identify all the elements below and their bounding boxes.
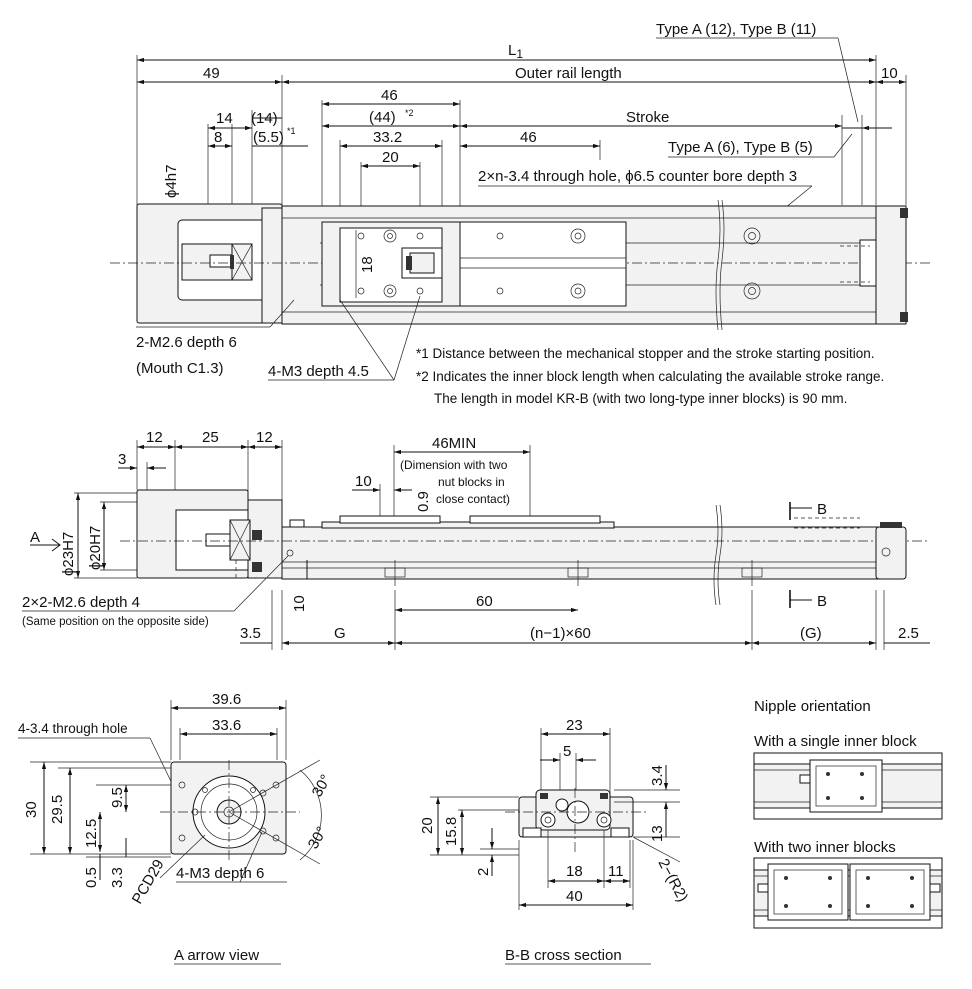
dim-44: (44) [369, 109, 396, 126]
m2-6-depth-4: 2×2-M2.6 depth 4 [22, 594, 140, 611]
dim-39-6: 39.6 [212, 691, 241, 708]
bb-section-caption: B-B cross section [505, 947, 622, 964]
nipple-title: Nipple orientation [754, 698, 871, 715]
bb-dim-20: 20 [419, 817, 436, 834]
dim-note-2: nut blocks in [438, 475, 505, 489]
note-1: *1 Distance between the mechanical stopp… [416, 346, 875, 361]
dim-0-5: 0.5 [83, 867, 100, 888]
phi-23h7: ϕ23H7 [60, 532, 77, 576]
dim-33-2: 33.2 [373, 129, 402, 146]
dim-0-9: 0.9 [415, 491, 432, 512]
mouth-c1-3: (Mouth C1.3) [136, 360, 224, 377]
dim-3: 3 [118, 451, 126, 468]
note-2: *2 Indicates the inner block length when… [416, 369, 884, 384]
bb-section: 23 5 3.4 13 20 [419, 717, 691, 965]
dim-49: 49 [203, 65, 220, 82]
dim-10-vert: 10 [291, 595, 308, 612]
angle-30-bottom: 30° [305, 824, 331, 852]
dim-10-top: 10 [881, 65, 898, 82]
sup-2: *2 [405, 108, 414, 118]
phi-20h7: ϕ20H7 [87, 526, 104, 570]
dim-8: 8 [214, 129, 222, 146]
dim-18-top: 18 [359, 256, 376, 273]
dim-12-5: 12.5 [83, 819, 100, 848]
bb-dim-2: 2 [475, 868, 492, 876]
dim-29-5: 29.5 [49, 795, 66, 824]
bb-r2: 2−(R2) [654, 856, 691, 905]
bb-dim-23: 23 [566, 717, 583, 734]
nipple-orientation: Nipple orientation With a single inner b… [753, 698, 943, 929]
through-hole-label: 2×n-3.4 through hole, ϕ6.5 counter bore … [478, 168, 797, 185]
dim-9-5: 9.5 [109, 787, 126, 808]
dim-5-5: (5.5) [253, 129, 284, 146]
dim-3-5: 3.5 [240, 625, 261, 642]
m2-6-depth: 2-M2.6 depth 6 [136, 334, 237, 351]
dim-3-3: 3.3 [109, 867, 126, 888]
note-3: The length in model KR-B (with two long-… [434, 391, 847, 406]
dim-g: G [334, 625, 346, 642]
dim-n-1-60: (n−1)×60 [530, 625, 591, 642]
phi-4h7: ϕ4h7 [163, 165, 180, 198]
nipple-single-label: With a single inner block [754, 733, 917, 750]
b-label-top: B [817, 501, 827, 518]
dim-25: 25 [202, 429, 219, 446]
angle-30-top: 30° [309, 772, 335, 800]
b-label-bottom: B [817, 593, 827, 610]
dim-2-5: 2.5 [898, 625, 919, 642]
a-arrow-view: 39.6 33.6 4-3.4 through hole 30° 30° [18, 691, 335, 965]
type-a12-label: Type A (12), Type B (11) [656, 21, 816, 38]
outer-rail-length: Outer rail length [515, 65, 622, 82]
dim-46min: 46MIN [432, 435, 476, 452]
dim-46-stroke: 46 [520, 129, 537, 146]
m3-depth-6: 4-M3 depth 6 [176, 865, 264, 882]
a-arrow-view-caption: A arrow view [174, 947, 259, 964]
dim-12b: 12 [256, 429, 273, 446]
notes: *1 Distance between the mechanical stopp… [416, 346, 884, 406]
dim-g-paren: (G) [800, 625, 822, 642]
a-label: A [30, 529, 40, 546]
sup-1: *1 [287, 126, 296, 136]
bb-dim-3-4: 3.4 [649, 765, 666, 786]
dim-30: 30 [23, 801, 40, 818]
m3-depth-4-5: 4-M3 depth 4.5 [268, 363, 369, 380]
pcd-29: PCD29 [129, 857, 168, 907]
type-a6-label: Type A (6), Type B (5) [668, 139, 813, 156]
dim-14-paren: (14) [251, 110, 278, 127]
dim-60: 60 [476, 593, 493, 610]
dim-note-1: (Dimension with two [400, 458, 508, 472]
dim-12a: 12 [146, 429, 163, 446]
dim-20: 20 [382, 149, 399, 166]
top-view: L1 49 Outer rail length 10 46 (44) *2 14… [110, 21, 930, 381]
bb-dim-15-8: 15.8 [443, 817, 460, 846]
nipple-two-label: With two inner blocks [754, 839, 896, 856]
dim-33-6: 33.6 [212, 717, 241, 734]
bb-dim-18: 18 [566, 863, 583, 880]
side-view: 12 25 12 3 46MIN (Dimension with two nut… [22, 429, 930, 650]
stroke-label: Stroke [626, 109, 669, 126]
dim-14: 14 [216, 110, 233, 127]
hole-label: 4-3.4 through hole [18, 721, 128, 736]
bb-dim-40: 40 [566, 888, 583, 905]
bb-dim-5: 5 [563, 743, 571, 760]
same-position: (Same position on the opposite side) [22, 616, 209, 628]
dim-note-3: close contact) [436, 492, 510, 506]
dim-46-block: 46 [381, 87, 398, 104]
bb-dim-11: 11 [608, 863, 624, 880]
bb-dim-13: 13 [649, 825, 666, 842]
dim-10-side: 10 [355, 473, 372, 490]
dim-l1: L1 [508, 42, 523, 61]
